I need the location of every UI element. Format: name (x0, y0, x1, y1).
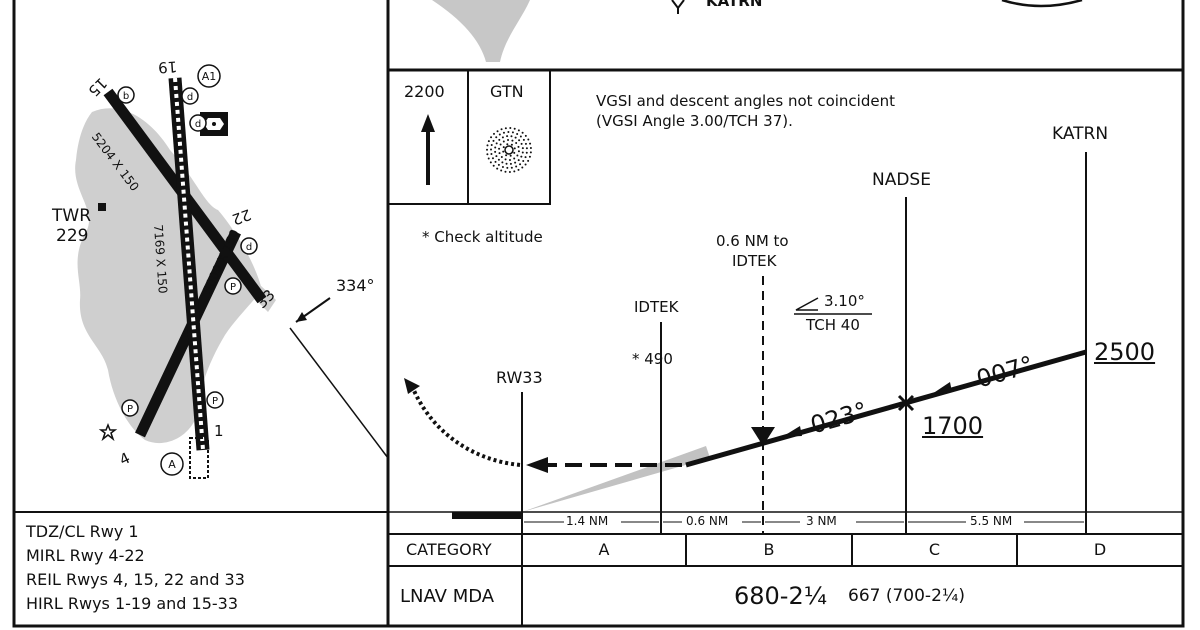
runway-marker-a: A (160, 452, 184, 476)
runway-markers: b d A1 d dP P P A (117, 64, 258, 476)
tower-label: TWR (52, 206, 92, 226)
top-fix-symbol (671, 0, 685, 14)
tower-elevation: 229 (56, 226, 89, 246)
lighting-note-2: MIRL Rwy 4-22 (26, 546, 145, 565)
fix-label-nadse: NADSE (872, 170, 931, 190)
runway-marker-text: d (187, 92, 193, 103)
distance-idtek-vdp: 0.6 NM (686, 514, 729, 528)
runway-marker-p: P (224, 277, 242, 295)
runway-marker-text: P (230, 282, 236, 293)
runways (103, 77, 267, 451)
missed-approach-altitude: 2200 (404, 82, 445, 101)
lnav-mda-value: 680-2¼ (734, 582, 827, 610)
final-descent-path (685, 349, 1087, 468)
fix-label-katrn: KATRN (1052, 124, 1109, 144)
check-altitude-note: * Check altitude (422, 228, 543, 246)
runway-marker-text: b (123, 91, 129, 102)
lnav-mda-label: LNAV MDA (400, 586, 495, 607)
runway-marker-d: d (240, 237, 258, 255)
angle-symbol (794, 297, 872, 315)
runway-marker-p: P (206, 391, 224, 409)
distance-vdp-nadse: 3 NM (806, 514, 837, 528)
runway-marker-p: P (121, 399, 139, 417)
runway-marker-text: d (246, 242, 252, 253)
fix-holding-icon (486, 127, 532, 173)
stepdown-fix-marker (897, 394, 915, 412)
category-a: A (598, 540, 610, 559)
top-compass-arc (1001, 0, 1083, 8)
vgsi-note-line-2: (VGSI Angle 3.00/TCH 37). (596, 112, 793, 130)
lighting-note-1: TDZ/CL Rwy 1 (26, 522, 139, 541)
climb-arrow-icon (421, 114, 435, 185)
runway-marker-b: b (117, 86, 135, 104)
runway-marker-text: P (127, 404, 133, 415)
vdp-arrow (751, 427, 775, 446)
missed-approach-path (410, 385, 521, 467)
profile-panel-frame (386, 0, 1185, 628)
missed-approach-fix: GTN (490, 82, 524, 101)
runway-marker-text: d (195, 119, 201, 130)
katrn-altitude: 2500 (1094, 338, 1156, 366)
runway-19-label: 19 (157, 57, 178, 77)
runway-marker-d: d (181, 87, 199, 105)
fix-label-rw33: RW33 (496, 368, 543, 387)
top-terrain-shape (432, 0, 530, 62)
airport-heading-label: 334° (336, 276, 375, 295)
fix-icon-box (467, 69, 551, 205)
category-d: D (1093, 540, 1107, 559)
runway-1-label: 1 (214, 422, 224, 440)
vdp-label-line-2: IDTEK (732, 252, 777, 270)
runway-marker-text: A (168, 458, 176, 471)
top-fix-label: KATRN (706, 0, 763, 10)
vgsi-note-line-1: VGSI and descent angles not coincident (596, 92, 895, 110)
runway-marker-d: d (189, 114, 207, 132)
category-c: C (928, 540, 941, 559)
approach-lights-rwy1 (189, 437, 209, 479)
vdp-label-line-1: 0.6 NM to (716, 232, 789, 250)
descent-angle: 3.10° (824, 292, 865, 310)
visual-glide-wedge (522, 446, 710, 512)
runway-marker-text: A1 (202, 70, 217, 83)
distance-nadse-katrn: 5.5 NM (970, 514, 1013, 528)
final-course-line (289, 327, 389, 459)
nadse-altitude: 1700 (922, 412, 984, 440)
category-header: CATEGORY (406, 540, 492, 559)
distance-rw33-idtek: 1.4 NM (566, 514, 609, 528)
category-b: B (763, 540, 775, 559)
threshold-crossing-height: TCH 40 (806, 316, 860, 334)
runway-marker-a1: A1 (197, 64, 221, 88)
runway-marker-text: P (212, 396, 218, 407)
idtek-altitude: * 490 (632, 350, 673, 368)
tower-symbol (98, 203, 106, 211)
lighting-note-4: HIRL Rwys 1-19 and 15-33 (26, 594, 239, 613)
lighting-note-3: REIL Rwys 4, 15, 22 and 33 (26, 570, 245, 589)
star-icon (98, 422, 118, 442)
runway-block (452, 512, 522, 519)
course-arrows (782, 382, 952, 437)
fix-label-idtek: IDTEK (634, 298, 679, 316)
lnav-haa-value: 667 (700-2¼) (848, 586, 965, 606)
